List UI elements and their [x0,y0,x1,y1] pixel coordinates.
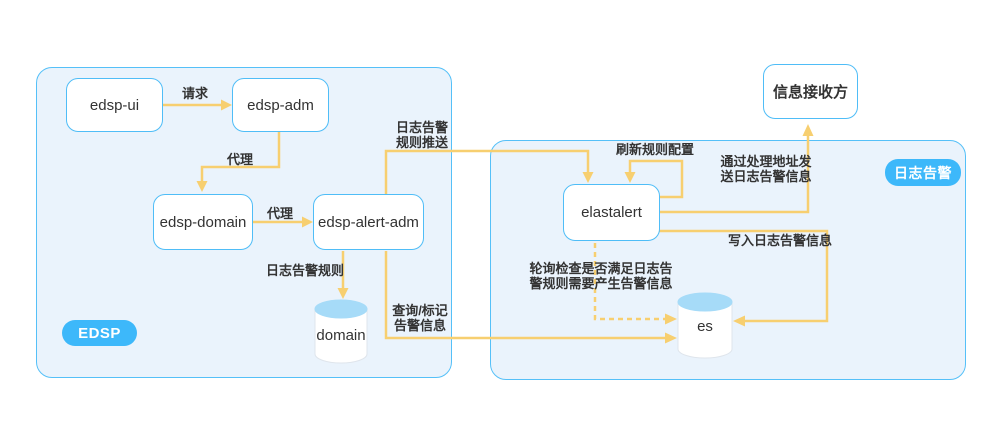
edge-label-proxy-adm-domain: 代理 [226,152,254,167]
edge-label-poll-check: 轮询检查是否满足日志告 警规则需要产生告警信息 [529,261,672,291]
edge-label-log-alert-rule: 日志告警规则 [265,263,345,278]
node-message-receiver-label: 信息接收方 [772,84,848,101]
edge-label-poll-line2: 警规则需要产生告警信息 [529,276,673,291]
edge-label-send-via-handler: 通过处理地址发 送日志告警信息 [720,154,811,184]
edge-label-send-line1: 通过处理地址发 [720,154,812,169]
node-elastalert: elastalert [563,184,660,241]
edge-label-rule-push-line1: 日志告警 [395,120,449,135]
edge-label-query-line2: 告警信息 [393,318,446,333]
node-elastalert-label: elastalert [581,204,642,221]
log-alert-badge: 日志告警 [885,159,961,186]
edge-label-send-line2: 送日志告警信息 [720,169,812,184]
edsp-badge: EDSP [62,320,137,346]
edge-label-rule-push-line2: 规则推送 [395,135,449,150]
edge-label-rule-push: 日志告警 规则推送 [396,120,448,150]
edge-label-query-line1: 查询/标记 [392,303,448,318]
es-db-label: es [697,318,713,335]
node-message-receiver: 信息接收方 [763,64,858,119]
edge-label-request: 请求 [181,86,209,101]
arrowhead-send [802,124,814,136]
edge-label-refresh-rules: 刷新规则配置 [615,142,695,157]
edge-label-poll-line1: 轮询检查是否满足日志告 [529,261,673,276]
node-edsp-adm: edsp-adm [232,78,329,132]
node-edsp-domain-label: edsp-domain [159,213,247,231]
node-edsp-alert-adm-label: edsp-alert-adm [318,213,419,231]
node-edsp-adm-label: edsp-adm [247,96,314,114]
node-edsp-domain: edsp-domain [153,194,253,250]
node-edsp-alert-adm: edsp-alert-adm [313,194,424,250]
domain-db-label: domain [316,327,366,344]
edge-label-write-alert-info: 写入日志告警信息 [727,233,833,248]
node-edsp-ui-label: edsp-ui [89,96,140,114]
edge-label-proxy-domain-alert: 代理 [266,206,294,221]
edge-label-query-mark: 查询/标记 告警信息 [392,303,448,333]
node-edsp-ui: edsp-ui [66,78,163,132]
